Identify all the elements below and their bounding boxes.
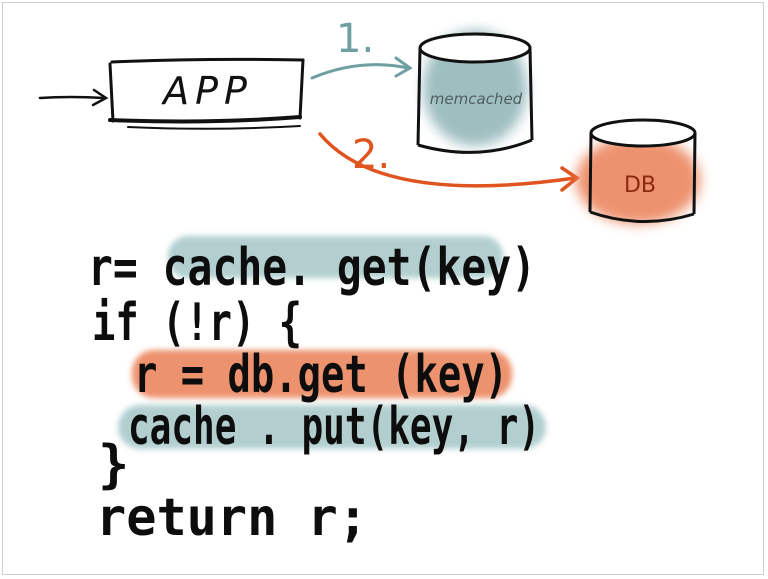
app-label: APP xyxy=(160,69,253,113)
step2-arrow: 2. xyxy=(318,132,580,192)
code-line-1: r= cache. get(key) xyxy=(88,238,536,298)
step1-label: 1. xyxy=(336,16,374,62)
code-line-6: return r; xyxy=(96,488,368,548)
db-cylinder: DB xyxy=(576,118,700,224)
step1-arrow: 1. xyxy=(310,16,413,80)
code-block: r= cache. get(key) if (!r) { r = db.get … xyxy=(88,238,540,548)
code-line-5: } xyxy=(98,435,129,495)
db-label: DB xyxy=(624,173,656,198)
incoming-request-arrow xyxy=(38,88,109,107)
memcached-cylinder: memcached xyxy=(416,30,534,154)
code-line-3: r = db.get (key) xyxy=(134,345,508,405)
code-line-4: cache . put(key, r) xyxy=(128,397,540,457)
code-highlights xyxy=(118,236,546,449)
memcached-label: memcached xyxy=(430,90,523,108)
app-box: APP xyxy=(108,57,305,130)
code-line-2: if (!r) { xyxy=(92,293,302,353)
step2-label: 2. xyxy=(352,132,390,178)
